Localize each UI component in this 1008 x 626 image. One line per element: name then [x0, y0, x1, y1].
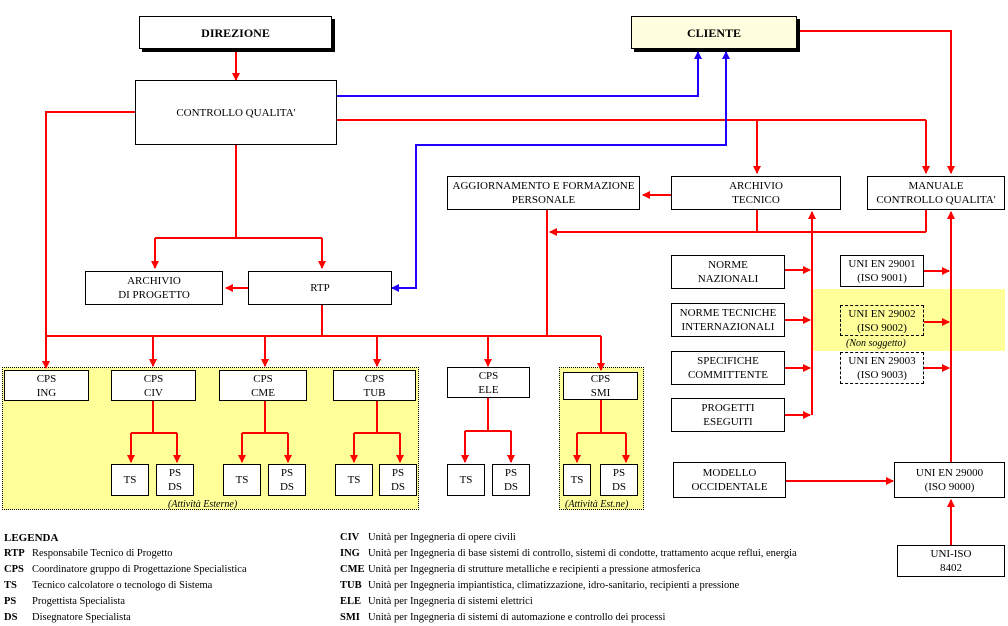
uni29001-box: UNI EN 29001 (ISO 9001): [840, 255, 924, 287]
cps-smi-box: CPS SMI: [563, 372, 638, 400]
cps-ing-box: CPS ING: [4, 370, 89, 401]
cps-ele-box: CPS ELE: [447, 367, 530, 398]
direzione-box: DIREZIONE: [139, 16, 332, 49]
psds-cme-box: PS DS: [268, 464, 306, 496]
specifiche-box: SPECIFICHE COMMITTENTE: [671, 351, 785, 385]
manuale-box: MANUALE CONTROLLO QUALITA': [867, 176, 1005, 210]
attivita-estne-caption: (Attività Est.ne): [565, 499, 629, 510]
psds-ele-box: PS DS: [492, 464, 530, 496]
controllo-qualita-box: CONTROLLO QUALITA': [135, 80, 337, 145]
cliente-box: CLIENTE: [631, 16, 797, 49]
archivio-progetto-box: ARCHIVIO DI PROGETTO: [85, 271, 223, 305]
ts-tub-box: TS: [335, 464, 373, 496]
aggiornamento-box: AGGIORNAMENTO E FORMAZIONE PERSONALE: [447, 176, 640, 210]
norme-nazionali-box: NORME NAZIONALI: [671, 255, 785, 289]
uniiso8402-box: UNI-ISO 8402: [897, 545, 1005, 577]
cps-civ-box: CPS CIV: [111, 370, 196, 401]
psds-civ-box: PS DS: [156, 464, 194, 496]
attivita-esterne-caption: (Attività Esterne): [168, 499, 238, 510]
wire-cq-ing: [42, 111, 135, 369]
uni29003-box: UNI EN 29003 (ISO 9003): [840, 352, 924, 384]
ts-ele-box: TS: [447, 464, 485, 496]
archivio-tecnico-box: ARCHIVIO TECNICO: [671, 176, 841, 210]
legend-title: LEGENDA: [4, 532, 59, 544]
norme-tecniche-box: NORME TECNICHE INTERNAZIONALI: [671, 303, 785, 337]
non-soggetto-caption: (Non soggetto): [846, 338, 906, 349]
progetti-box: PROGETTI ESEGUITI: [671, 398, 785, 432]
non-subject-zone: [812, 289, 1005, 351]
ts-smi-box: TS: [563, 464, 591, 496]
cps-tub-box: CPS TUB: [333, 370, 416, 401]
modello-box: MODELLO OCCIDENTALE: [673, 462, 786, 498]
cps-cme-box: CPS CME: [219, 370, 307, 401]
ts-cme-box: TS: [223, 464, 261, 496]
psds-tub-box: PS DS: [379, 464, 417, 496]
uni29000-box: UNI EN 29000 (ISO 9000): [894, 462, 1005, 498]
ts-civ-box: TS: [111, 464, 149, 496]
uni29002-box: UNI EN 29002 (ISO 9002): [840, 305, 924, 336]
rtp-box: RTP: [248, 271, 392, 305]
psds-smi-box: PS DS: [600, 464, 638, 496]
